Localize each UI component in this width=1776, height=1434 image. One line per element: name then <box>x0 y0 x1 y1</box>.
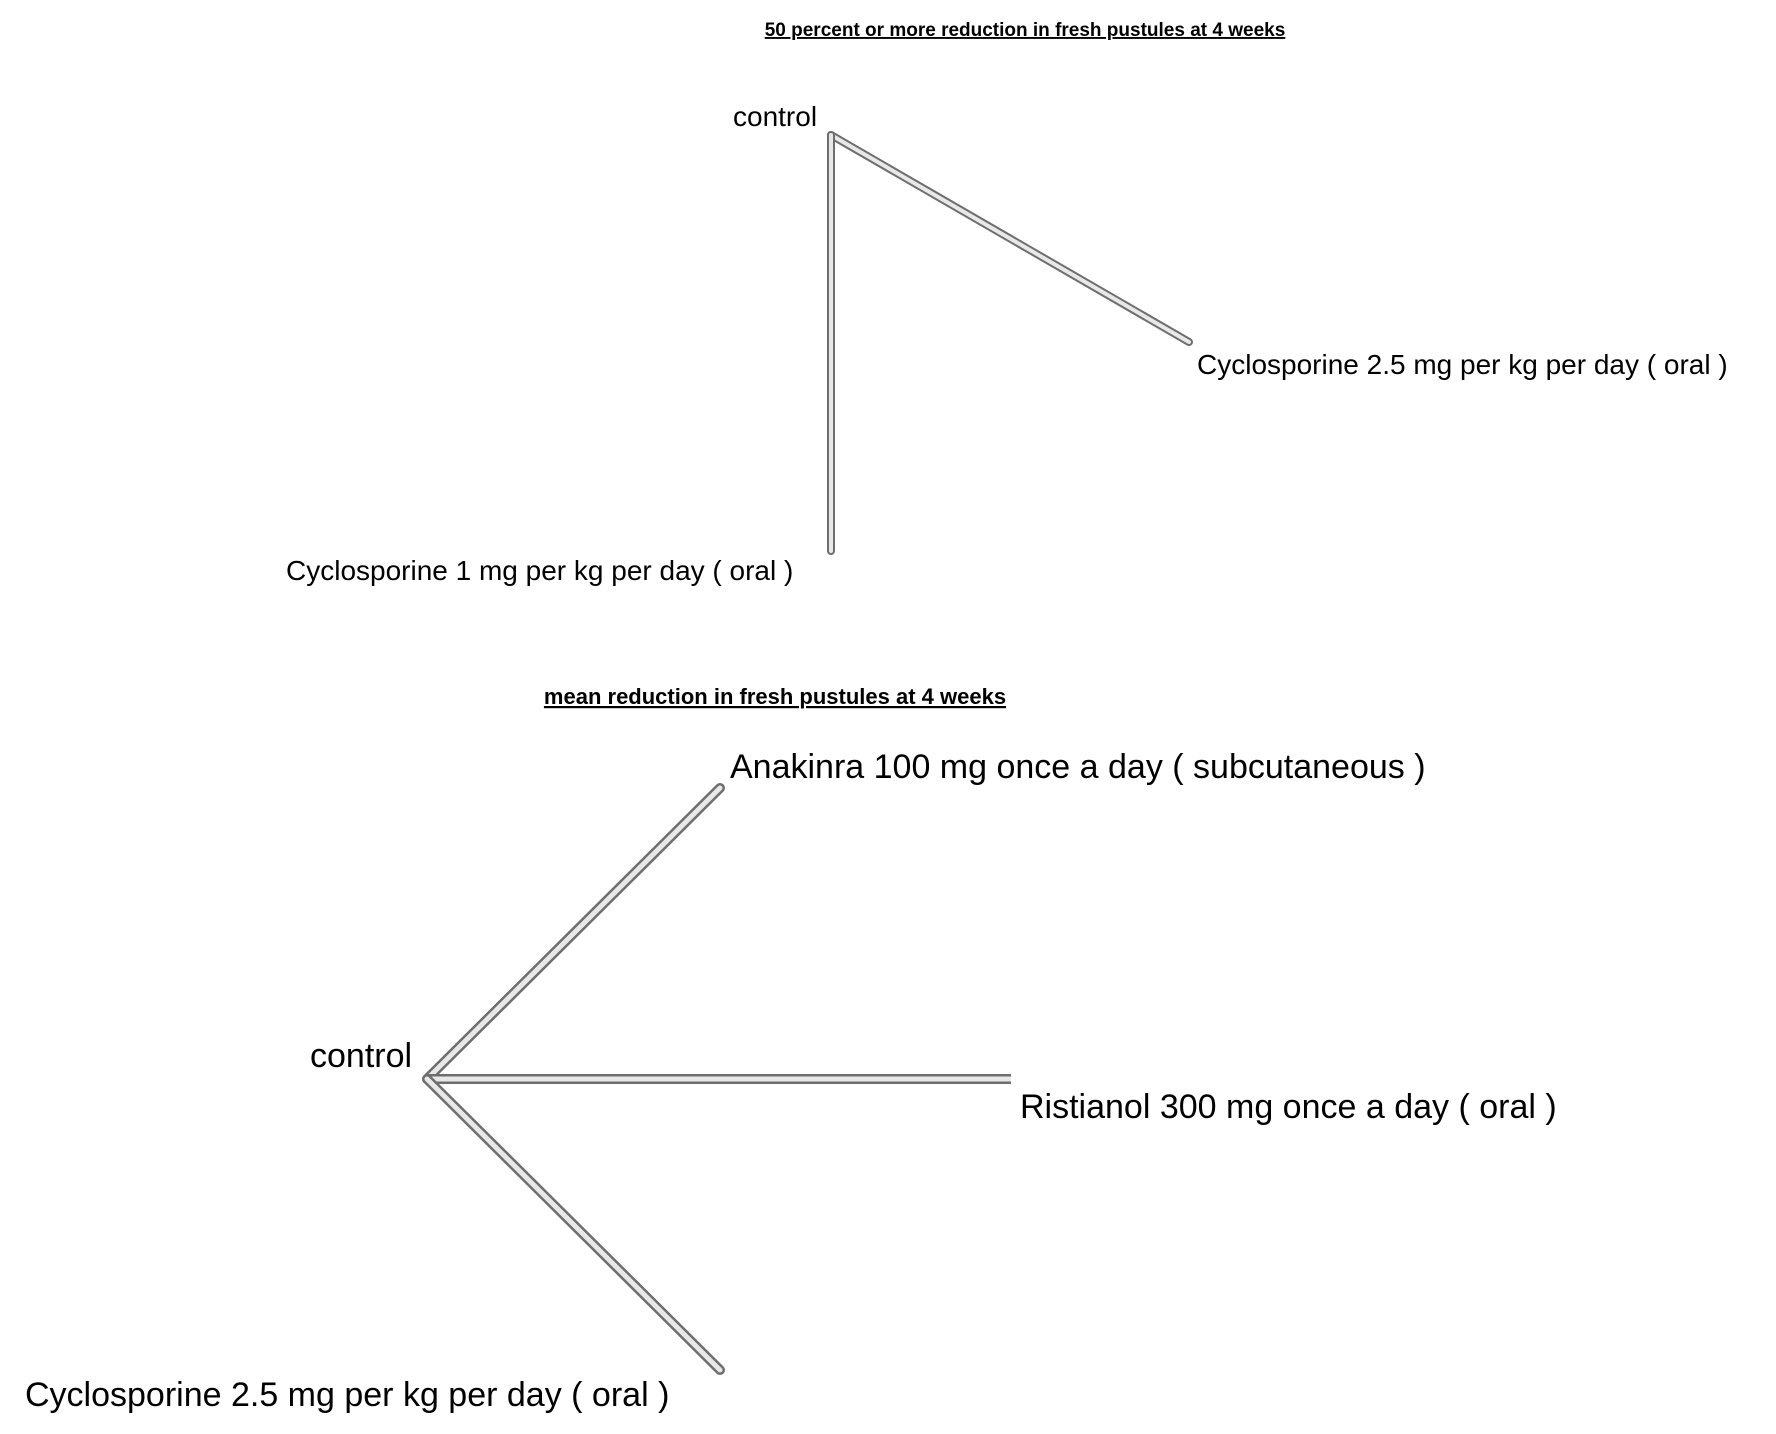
node-ristianol: Ristianol 300 mg once a day ( oral ) <box>1020 1088 1557 1126</box>
edge-control-cyclosporine-2-5 <box>422 1074 725 1375</box>
node-anakinra: Anakinra 100 mg once a day ( subcutaneou… <box>730 748 1426 786</box>
node-cyclosporine-2-5: Cyclosporine 2.5 mg per kg per day ( ora… <box>25 1376 669 1414</box>
node-control: control <box>310 1037 412 1075</box>
node-cyclosporine-1: Cyclosporine 1 mg per kg per day ( oral … <box>286 555 793 586</box>
diagram-2-title: mean reduction in fresh pustules at 4 we… <box>544 684 1006 709</box>
edge-control-anakinra <box>422 783 725 1084</box>
network-diagram-2: mean reduction in fresh pustules at 4 we… <box>25 684 1557 1414</box>
edge-control-cyclosporine-2-5 <box>827 131 1193 346</box>
node-control: control <box>733 101 817 132</box>
network-diagram-1: 50 percent or more reduction in fresh pu… <box>286 20 1728 586</box>
diagram-1-title: 50 percent or more reduction in fresh pu… <box>765 20 1286 41</box>
node-cyclosporine-2-5: Cyclosporine 2.5 mg per kg per day ( ora… <box>1197 349 1728 380</box>
